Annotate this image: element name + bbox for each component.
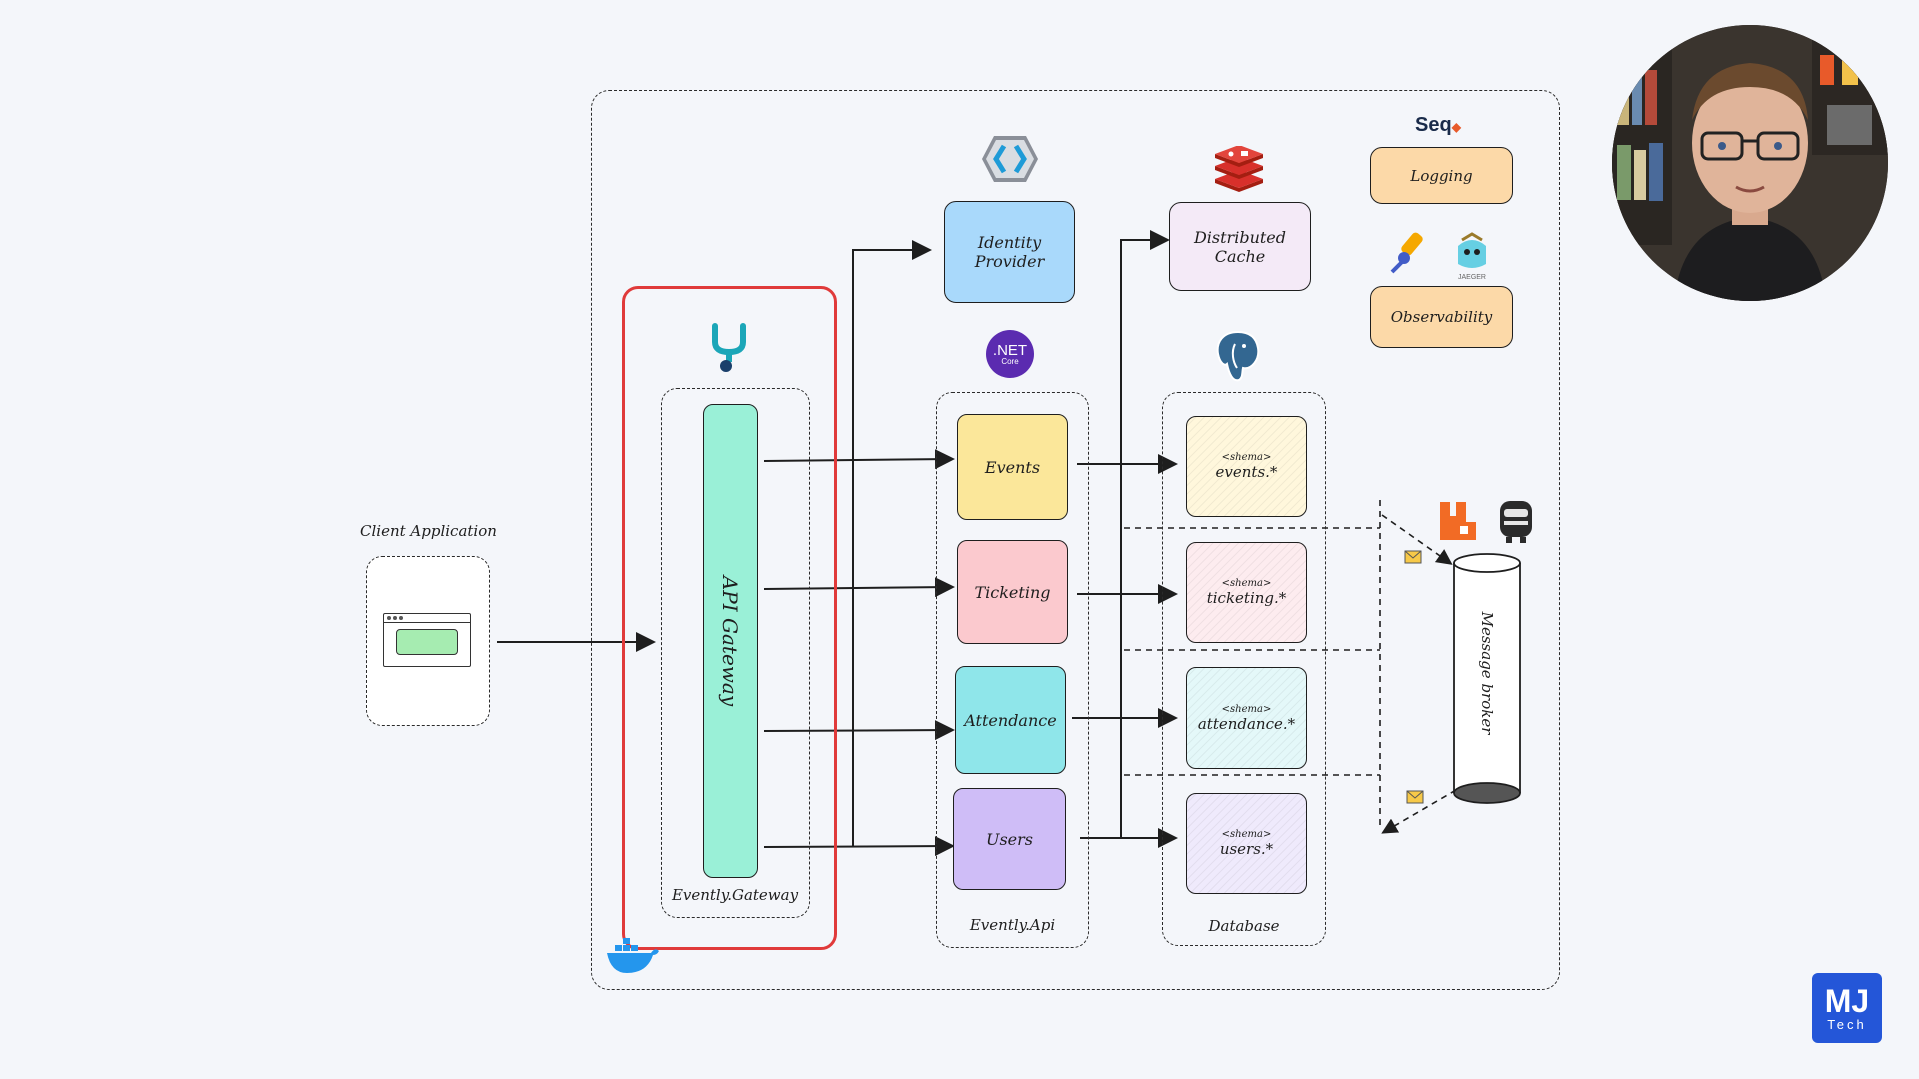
- database-container: [1162, 392, 1326, 946]
- docker-icon: [607, 938, 659, 973]
- api-gateway-label: API Gateway: [718, 575, 743, 707]
- distributed-cache-box: Distributed Cache: [1169, 202, 1311, 291]
- mj-tech-logo: MJ Tech: [1812, 973, 1882, 1043]
- client-box: [366, 556, 490, 726]
- database-container-label: Database: [1208, 917, 1280, 935]
- api-container: [936, 392, 1089, 948]
- system-boundary: [591, 90, 1560, 990]
- arrow-gateway-attendance: [763, 720, 955, 741]
- api-gateway-bar: API Gateway: [703, 404, 758, 878]
- rabbitmq-icon: [1440, 502, 1476, 540]
- gateway-container-label: Evently.Gateway: [671, 886, 799, 904]
- seq-logo: Seq◆: [1415, 114, 1461, 136]
- envelope-icon: [1404, 550, 1422, 564]
- arrow-services-cache: [1120, 230, 1170, 838]
- arrow-consume: [1381, 789, 1457, 834]
- keycloak-icon: [982, 136, 1038, 182]
- schema-users: <shema> users.*: [1186, 793, 1307, 894]
- logging-box: Logging: [1370, 147, 1513, 204]
- message-broker-cylinder: [1453, 553, 1521, 804]
- schema-events: <shema> events.*: [1186, 416, 1307, 517]
- arrow-publish: [1381, 514, 1453, 565]
- browser-window-icon: [383, 613, 471, 667]
- presenter-webcam: [1612, 25, 1888, 301]
- opentelemetry-icon: [1390, 232, 1423, 274]
- service-events: Events: [957, 414, 1068, 520]
- observability-box: Observability: [1370, 286, 1513, 348]
- schema-attendance: <shema> attendance.*: [1186, 667, 1307, 769]
- schema-ticketing: <shema> ticketing.*: [1186, 542, 1307, 643]
- message-broker-label: Message broker: [1478, 611, 1496, 735]
- gateway-highlight: [622, 286, 837, 950]
- api-container-label: Evently.Api: [969, 916, 1056, 934]
- jaeger-icon: JAEGER: [1458, 232, 1486, 281]
- service-attendance: Attendance: [955, 666, 1066, 774]
- redis-icon: [1215, 146, 1263, 192]
- jaeger-text: JAEGER: [1458, 274, 1486, 281]
- client-label: Client Application: [360, 522, 497, 540]
- service-ticketing: Ticketing: [957, 540, 1068, 644]
- service-users: Users: [953, 788, 1066, 890]
- envelope-icon: [1406, 790, 1424, 804]
- gateway-container: [661, 388, 810, 918]
- postgresql-icon: [1216, 330, 1260, 382]
- arrow-gateway-users: [763, 836, 955, 857]
- git-branch-icon: [712, 323, 746, 372]
- masstransit-icon: [1500, 501, 1532, 543]
- arrow-gateway-identity: [852, 240, 932, 847]
- identity-provider-box: Identity Provider: [944, 201, 1075, 303]
- arrow-gateway-ticketing: [763, 577, 955, 598]
- dotnet-core-icon: .NET Core: [986, 330, 1034, 378]
- arrow-gateway-events: [763, 449, 955, 470]
